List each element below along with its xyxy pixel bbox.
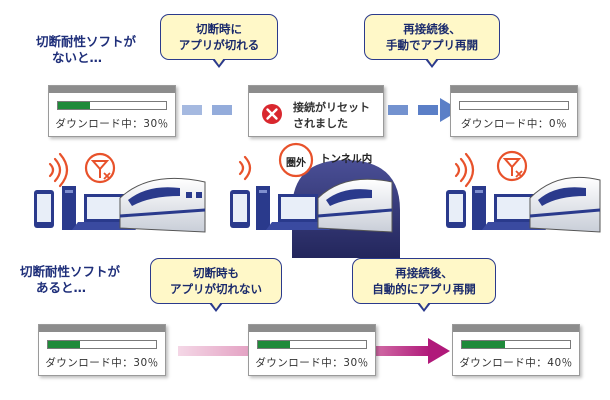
bottom-progress-window-before: ダウンロード中：30％ [38,324,166,376]
bottom-callout-left-line-2: アプリが切れない [170,282,262,296]
bottom-heading: 切断耐性ソフトが あると… [20,264,120,296]
bottom-heading-line-1: 切断耐性ソフトが [20,264,121,279]
window-titlebar [249,325,375,332]
connection-reset-dialog: 接続がリセット されました [248,85,384,137]
dialog-message-line-2: されました [293,117,348,130]
progress-label: ダウンロード中：40％ [459,357,573,369]
progress-label: ダウンロード中：0％ [460,118,568,130]
bottom-callout-right: 再接続後、 自動的にアプリ再開 [352,258,496,312]
window-titlebar [451,86,577,93]
progress-track [57,101,167,110]
bottom-callout-left-line-1: 切断時も [193,266,239,280]
bottom-progress-window-after: ダウンロード中：40％ [452,324,580,376]
top-heading-line-1: 切断耐性ソフトが [36,34,137,49]
bullet-train-icon [529,176,601,233]
top-heading-line-2: ないと… [52,50,103,65]
bottom-progress-window-during: ダウンロード中：30％ [248,324,376,376]
dialog-message-line-1: 接続がリセット [293,101,370,114]
bottom-arrow [178,338,450,364]
progress-label: ダウンロード中：30％ [45,357,159,369]
device-group-right [446,150,601,233]
out-of-range-label: 圏外 [286,158,306,169]
bullet-train-icon [317,178,393,233]
tunnel-label: トンネル内 [320,153,373,165]
progress-track [459,101,569,110]
pc-tower-icon [62,186,76,230]
bottom-callout-right-line-2: 自動的にアプリ再開 [372,282,476,296]
bottom-callout-right-line-1: 再接続後、 [395,266,453,280]
devices-illustration [34,142,601,258]
progress-track [257,340,367,349]
window-titlebar [39,325,165,332]
out-of-range-badge-icon [278,142,314,178]
dialog-message: 接続がリセット されました [293,100,370,132]
top-heading: 切断耐性ソフトが ないと… [36,34,136,66]
signal-waves-icon [454,152,475,188]
bullet-train-icon [119,177,206,233]
window-titlebar [49,86,175,93]
error-x-icon [262,104,282,124]
device-group-tunnel [230,142,400,258]
top-callout-left-line-2: アプリが切れる [178,38,260,52]
progress-fill [58,102,91,109]
progress-label: ダウンロード中：30％ [255,357,369,369]
dialog-titlebar [249,86,383,93]
top-callout-left-line-1: 切断時に [196,22,242,36]
bottom-callout-left: 切断時も アプリが切れない [150,258,282,312]
progress-fill [48,341,81,348]
pc-tower-icon [472,186,486,230]
progress-label: ダウンロード中：30％ [55,118,169,130]
no-signal-badge-icon [496,150,528,182]
laptop-icon [266,194,330,230]
top-callout-left: 切断時に アプリが切れる [160,14,278,68]
signal-waves-icon [238,155,252,181]
no-signal-badge-icon [84,152,116,184]
top-progress-window-after: ダウンロード中：0％ [450,85,578,137]
top-callout-right-line-1: 再接続後、 [403,22,461,36]
top-callout-right-line-2: 手動でアプリ再開 [386,38,478,52]
window-titlebar [453,325,579,332]
signal-waves-icon [48,152,69,188]
progress-track [461,340,571,349]
laptop-icon [482,194,546,230]
progress-track [47,340,157,349]
progress-fill [462,341,506,348]
bottom-heading-line-2: あると… [36,280,87,295]
pc-tower-icon [256,186,270,230]
progress-fill [258,341,291,348]
device-group-left [34,152,206,233]
top-progress-window-before: ダウンロード中：30％ [48,85,176,137]
top-callout-right: 再接続後、 手動でアプリ再開 [364,14,500,68]
